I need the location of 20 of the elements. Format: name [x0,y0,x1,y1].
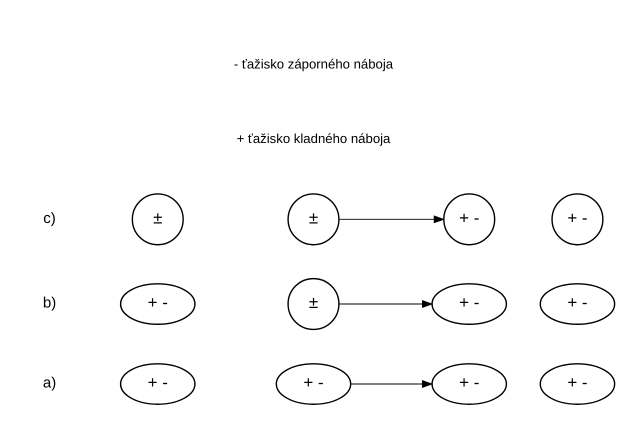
label: - ťažisko záporného náboja [234,56,394,71]
label: a) [42,374,56,392]
node-circle: ± [287,277,340,330]
node-ellipse: + - [276,362,352,404]
label: c) [43,209,56,226]
arrow [338,214,446,223]
node-circle: + - [443,192,496,245]
node-ellipse: + - [540,282,616,324]
node-ellipse: + - [120,282,196,324]
node-ellipse: + - [120,362,196,404]
node-ellipse: + - [431,362,508,404]
arrow [350,380,434,388]
arrow [338,300,434,308]
node-circle: + - [551,192,604,245]
node-ellipse: + - [540,362,616,404]
node-ellipse: + - [431,282,508,324]
node-circle: ± [132,192,184,245]
node-circle: ± [287,192,340,245]
label: b) [42,294,56,312]
label: + ťažisko kladného náboja [236,130,390,146]
